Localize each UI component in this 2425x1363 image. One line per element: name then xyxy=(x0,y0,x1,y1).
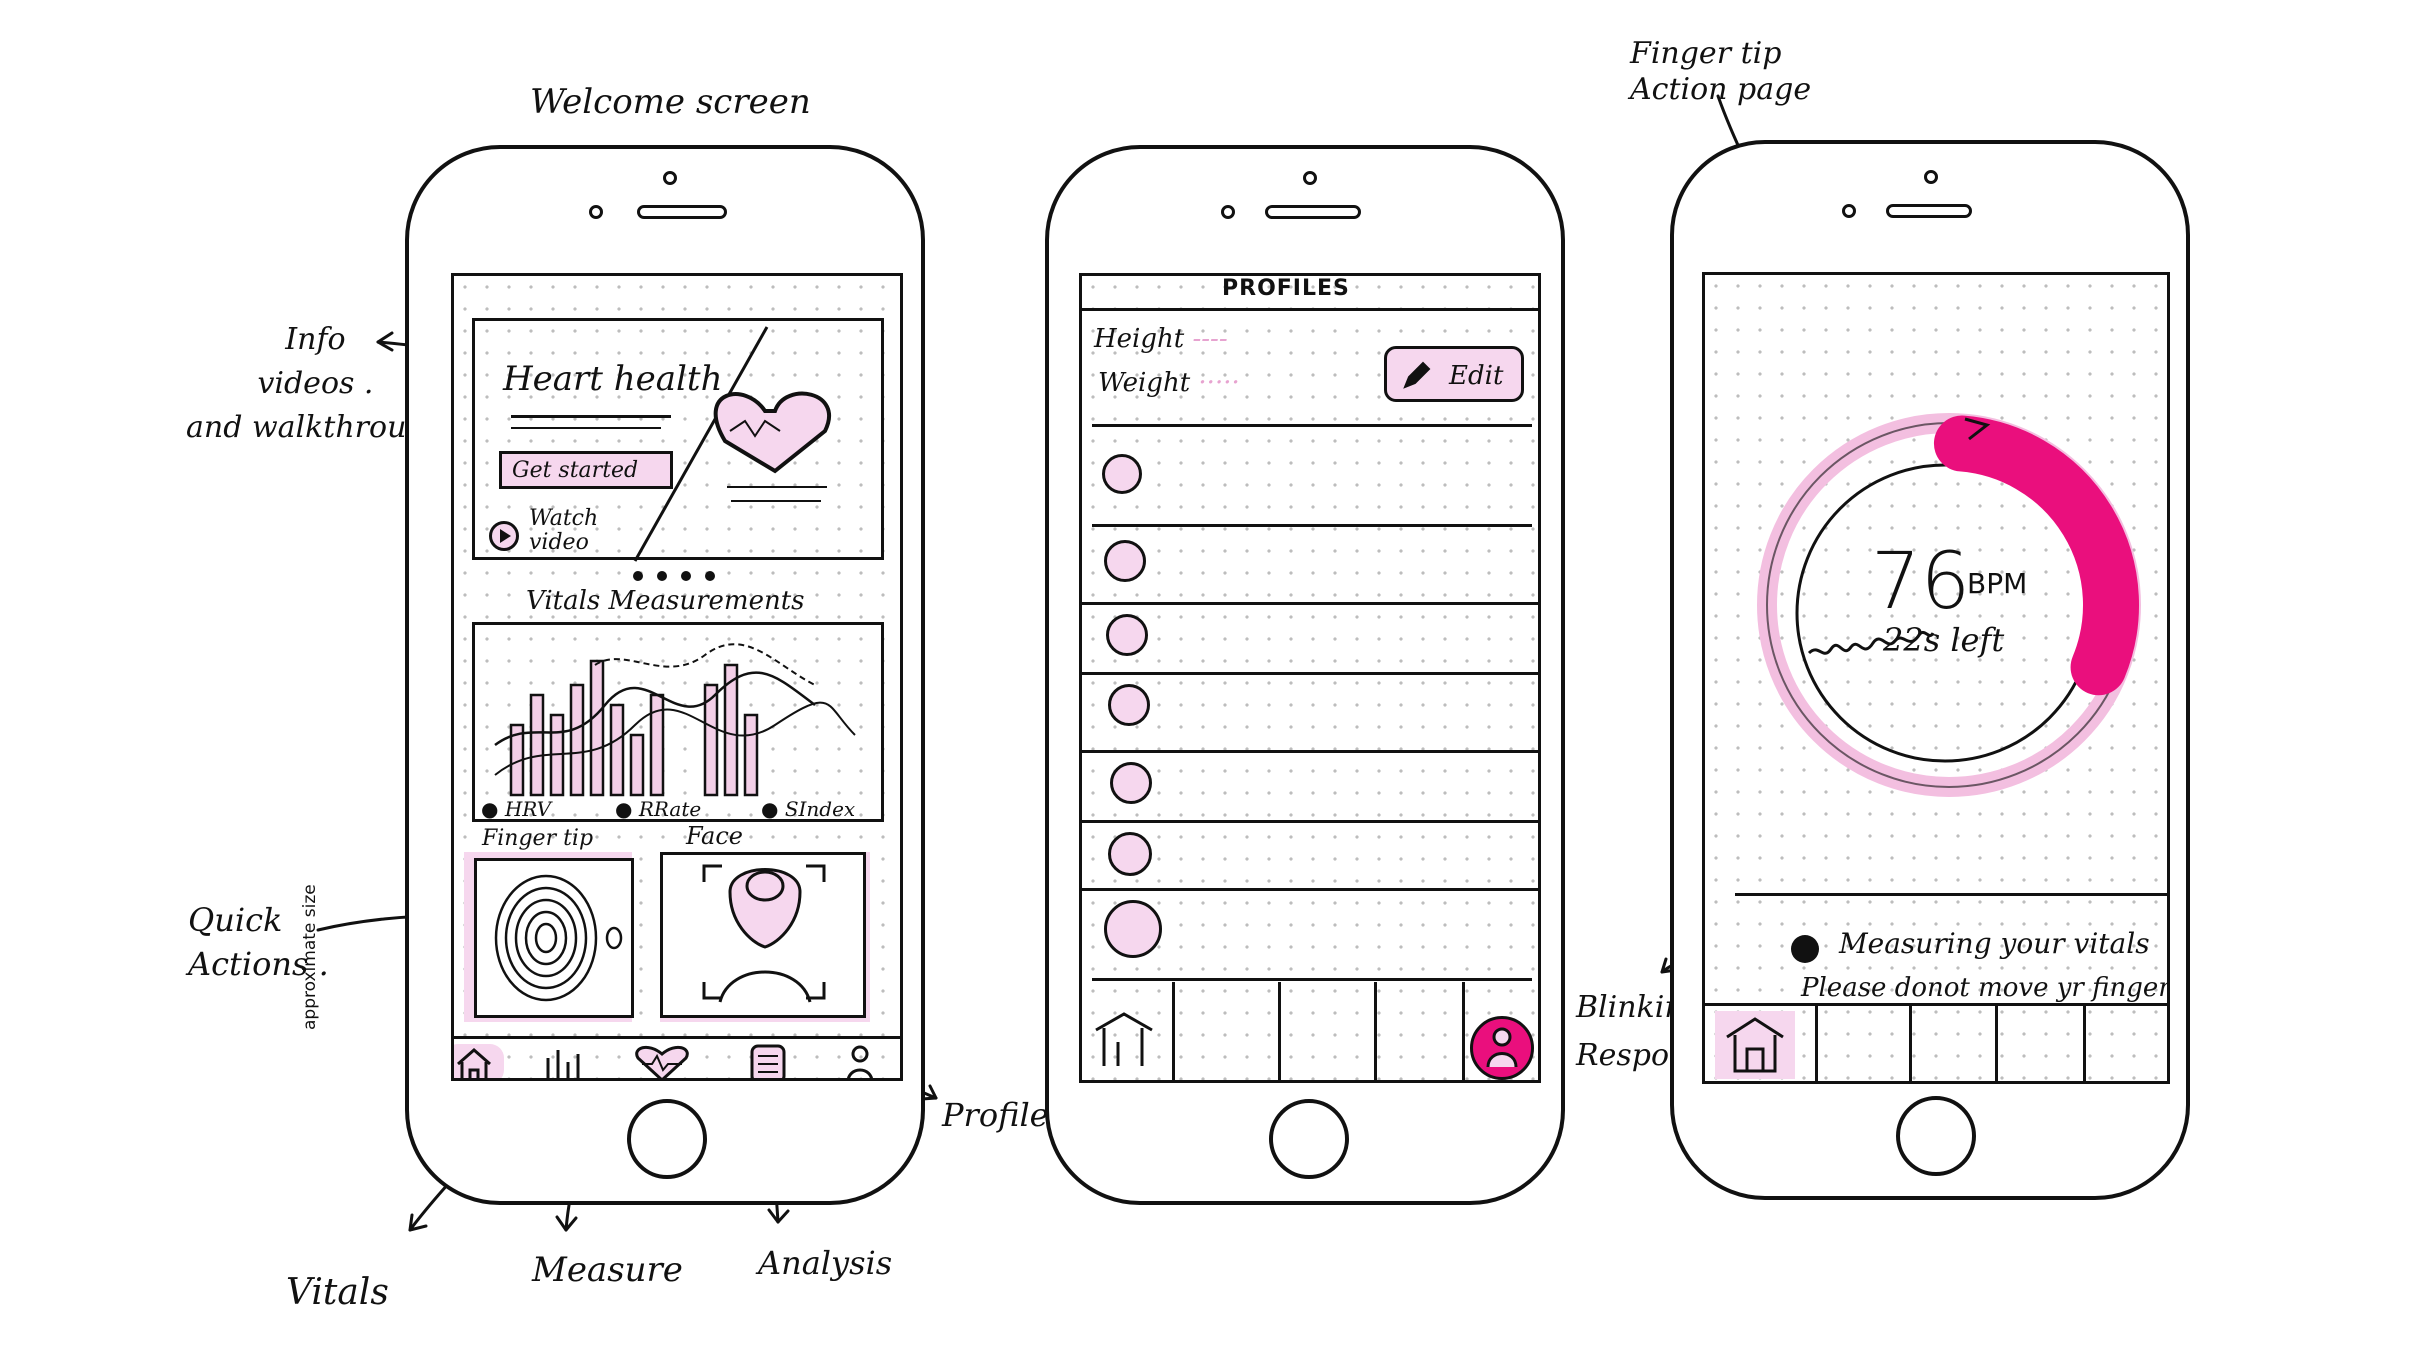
profile-avatar-6[interactable] xyxy=(1108,832,1152,876)
measure-tab-icon[interactable] xyxy=(632,1044,692,1081)
phone-welcome: Heart health Get started Watch video Vit… xyxy=(405,145,925,1205)
pencil-icon xyxy=(1403,361,1431,389)
home-button[interactable] xyxy=(627,1099,707,1179)
tab-separator-4 xyxy=(1462,982,1465,1080)
front-camera xyxy=(1303,171,1317,185)
annotation-analysis: Analysis xyxy=(758,1244,893,1282)
tab-separator-2 xyxy=(1909,1003,1912,1081)
sensor xyxy=(1221,205,1235,219)
vitals-section-title: Vitals Measurements xyxy=(526,586,805,616)
finger-tip-screen: 76 BPM 22s left Measuring your vitals Pl… xyxy=(1702,272,2170,1084)
blinking-indicator xyxy=(1791,935,1819,963)
quick-action-face-label: Face xyxy=(686,822,743,850)
tab-separator-4 xyxy=(2083,1003,2086,1081)
home-icon[interactable] xyxy=(1094,1012,1154,1068)
fingerprint-icon xyxy=(494,874,623,1002)
carousel-dots[interactable] xyxy=(626,566,746,586)
sensor xyxy=(1842,204,1856,218)
tab-separator-3 xyxy=(1374,982,1377,1080)
profile-avatar-3[interactable] xyxy=(1106,614,1148,656)
annotation-welcome-screen: Welcome screen xyxy=(530,82,811,122)
profiles-screen: PROFILES Height ---- Weight ····· Edit xyxy=(1079,273,1541,1083)
annotation-profile: Profile xyxy=(942,1096,1049,1134)
home-icon xyxy=(1726,1017,1784,1073)
hero-divider-2 xyxy=(511,427,661,429)
measurement-progress-ring xyxy=(1757,413,2141,797)
profile-avatar-1[interactable] xyxy=(1102,454,1142,494)
row-divider-3 xyxy=(1082,672,1538,675)
quick-action-finger-tip-label: Finger tip xyxy=(482,826,594,851)
speaker xyxy=(637,205,727,219)
welcome-screen: Heart health Get started Watch video Vit… xyxy=(451,273,903,1081)
annotation-quick-actions: Quick Actions . xyxy=(188,901,329,983)
tab-separator-2 xyxy=(1278,982,1281,1080)
profile-avatar-7[interactable] xyxy=(1104,900,1162,958)
get-started-button[interactable]: Get started xyxy=(499,451,673,489)
profile-icon xyxy=(1486,1027,1518,1068)
tab-home[interactable] xyxy=(1715,1011,1795,1079)
tab-separator-3 xyxy=(1995,1003,1998,1081)
annotation-vitals: Vitals xyxy=(286,1272,389,1313)
progress-arc xyxy=(1933,415,2139,696)
face-scan-icon xyxy=(702,864,826,1003)
row-divider-2 xyxy=(1082,602,1538,605)
profiles-title: PROFILES xyxy=(1222,276,1350,301)
title-divider xyxy=(1082,308,1538,311)
phone-profiles: PROFILES Height ---- Weight ····· Edit xyxy=(1045,145,1565,1205)
tab-home[interactable] xyxy=(454,1044,504,1078)
annotation-measure: Measure xyxy=(532,1250,683,1290)
legend-rrate: ● RRate xyxy=(615,797,702,821)
profile-avatar-4[interactable] xyxy=(1108,684,1150,726)
weight-label: Weight ····· xyxy=(1098,368,1240,398)
measuring-text: Measuring your vitals xyxy=(1839,927,2150,960)
instruction-text: Please donot move yr finger xyxy=(1801,973,2170,1003)
vitals-chart-card[interactable]: ● HRV ● RRate ● SIndex xyxy=(472,622,884,822)
tab-separator-1 xyxy=(1172,982,1175,1080)
bpm-value: 76 xyxy=(1871,537,1971,627)
front-camera xyxy=(1924,170,1938,184)
phone-finger-tip: 76 BPM 22s left Measuring your vitals Pl… xyxy=(1670,140,2190,1200)
get-started-label: Get started xyxy=(512,458,639,483)
tab-bar-divider xyxy=(454,1036,900,1039)
hero-illustration xyxy=(633,326,831,562)
vitals-sketch-chart xyxy=(494,643,856,797)
row-divider-7 xyxy=(1092,978,1532,981)
annotation-finger-tip-action: Finger tip Action page xyxy=(1630,36,1812,107)
front-camera xyxy=(663,171,677,185)
home-button[interactable] xyxy=(1269,1099,1349,1179)
quick-action-finger-tip[interactable] xyxy=(464,852,634,1022)
watch-video-label[interactable]: Watch video xyxy=(529,506,599,555)
profile-tab-icon[interactable] xyxy=(840,1044,880,1081)
edit-label: Edit xyxy=(1449,361,1504,391)
home-button[interactable] xyxy=(1896,1096,1976,1176)
home-icon xyxy=(457,1048,491,1078)
quick-action-face[interactable] xyxy=(660,852,870,1022)
bpm-unit: BPM xyxy=(1967,567,2028,600)
sensor xyxy=(589,205,603,219)
play-icon[interactable] xyxy=(489,521,519,551)
hero-divider-1 xyxy=(511,415,671,418)
speaker xyxy=(1886,204,1972,218)
tab-bar-divider xyxy=(1705,1003,2167,1006)
row-divider-1 xyxy=(1092,524,1532,527)
row-divider-5 xyxy=(1082,820,1538,823)
legend-sindex: ● SIndex xyxy=(761,797,856,821)
legend-hrv: ● HRV xyxy=(481,797,552,821)
analysis-tab-icon[interactable] xyxy=(746,1044,792,1081)
vitals-tab-icon[interactable] xyxy=(534,1044,594,1081)
tab-separator-1 xyxy=(1815,1003,1818,1081)
height-label: Height ---- xyxy=(1094,324,1228,354)
status-divider xyxy=(1735,893,2167,896)
hero-title: Heart health xyxy=(503,359,723,399)
profile-avatar-5[interactable] xyxy=(1110,762,1152,804)
row-divider-4 xyxy=(1082,750,1538,753)
profile-tab-active[interactable] xyxy=(1470,1016,1534,1080)
speaker xyxy=(1265,205,1361,219)
hero-card[interactable]: Heart health Get started Watch video xyxy=(472,318,884,562)
row-divider-6 xyxy=(1082,888,1538,891)
edit-button[interactable]: Edit xyxy=(1384,346,1524,402)
time-left: 22s left xyxy=(1883,621,2005,659)
profile-avatar-2[interactable] xyxy=(1104,540,1146,582)
profile-header-divider xyxy=(1092,424,1532,427)
